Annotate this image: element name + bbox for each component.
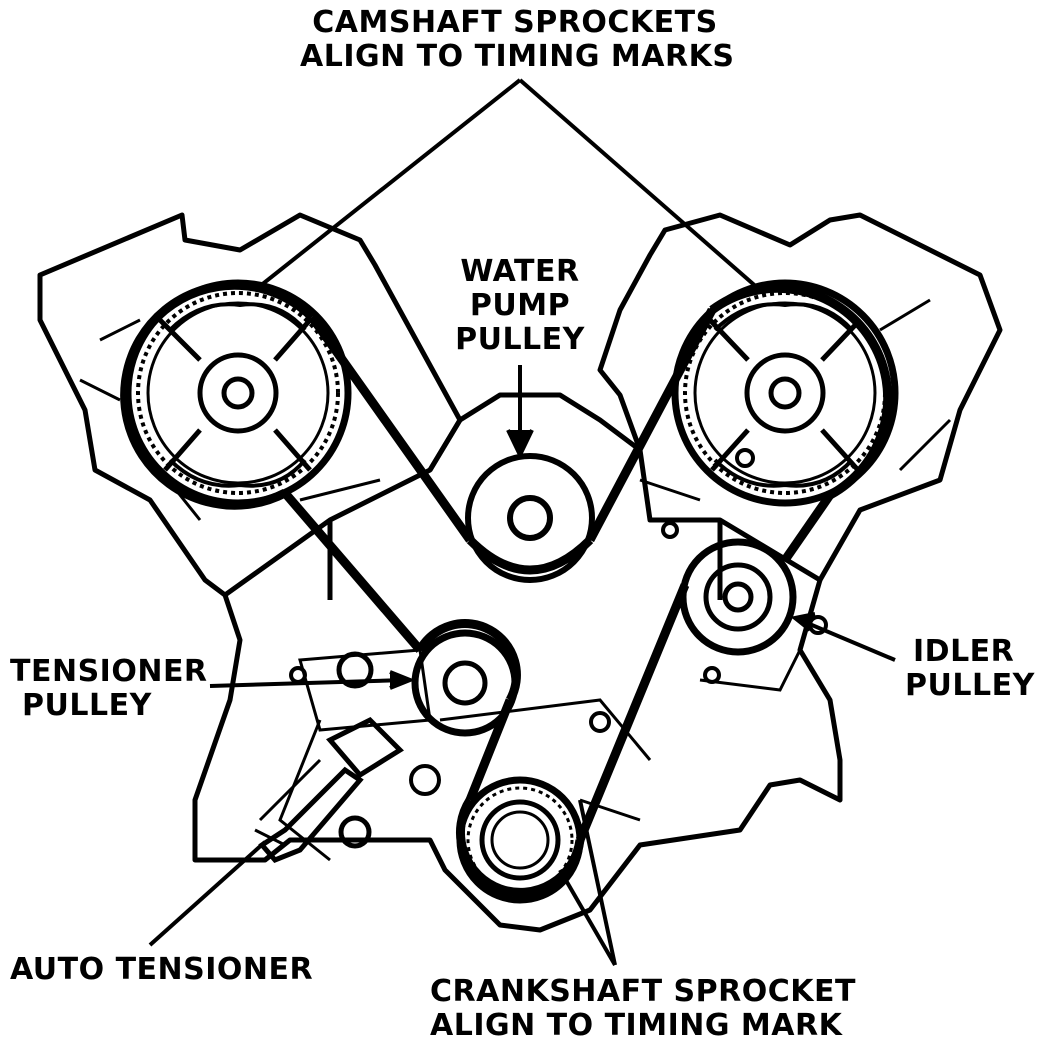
- water-pump-label-line3: PULLEY: [455, 322, 585, 357]
- water-pump-label-line1: WATER: [460, 254, 580, 289]
- camshaft-label: CAMSHAFT SPROCKETS ALIGN TO TIMING MARKS: [300, 5, 735, 74]
- auto-tensioner-label-line1: AUTO TENSIONER: [10, 952, 314, 987]
- crankshaft-label-line1: CRANKSHAFT SPROCKET: [430, 974, 856, 1009]
- water-pump-pulley: [465, 453, 595, 583]
- crankshaft-sprocket: [456, 776, 584, 904]
- auto-tensioner: [258, 716, 404, 863]
- auto-tensioner-label: AUTO TENSIONER: [10, 953, 313, 987]
- crankshaft-label-line2: ALIGN TO TIMING MARK: [430, 1008, 843, 1043]
- water-pump-label-line2: PUMP: [469, 288, 571, 323]
- tensioner-label-line2: PULLEY: [22, 688, 152, 723]
- camshaft-leader: [253, 78, 522, 292]
- leader-lines: [148, 78, 896, 967]
- idler-pulley: [661, 521, 828, 684]
- idler-label-line1: IDLER: [913, 634, 1015, 669]
- crankshaft-label: CRANKSHAFT SPROCKET ALIGN TO TIMING MARK: [430, 975, 856, 1043]
- tensioner-leader: [209, 678, 406, 688]
- auto-tensioner-leader: [148, 840, 267, 947]
- timing-belt: [120, 280, 893, 897]
- idler-leader: [799, 618, 896, 662]
- engine-block: [37, 212, 1003, 933]
- crankshaft-leader: [578, 799, 617, 966]
- idler-label: IDLER PULLEY: [905, 635, 1035, 703]
- idler-label-line2: PULLEY: [905, 668, 1035, 703]
- tensioner-label: TENSIONER PULLEY: [10, 655, 208, 723]
- camshaft-label-line2: ALIGN TO TIMING MARKS: [300, 39, 735, 74]
- tensioner-label-line1: TENSIONER: [10, 654, 208, 689]
- camshaft-label-line1: CAMSHAFT SPROCKETS: [312, 5, 718, 40]
- water-pump-label: WATER PUMP PULLEY: [455, 255, 585, 357]
